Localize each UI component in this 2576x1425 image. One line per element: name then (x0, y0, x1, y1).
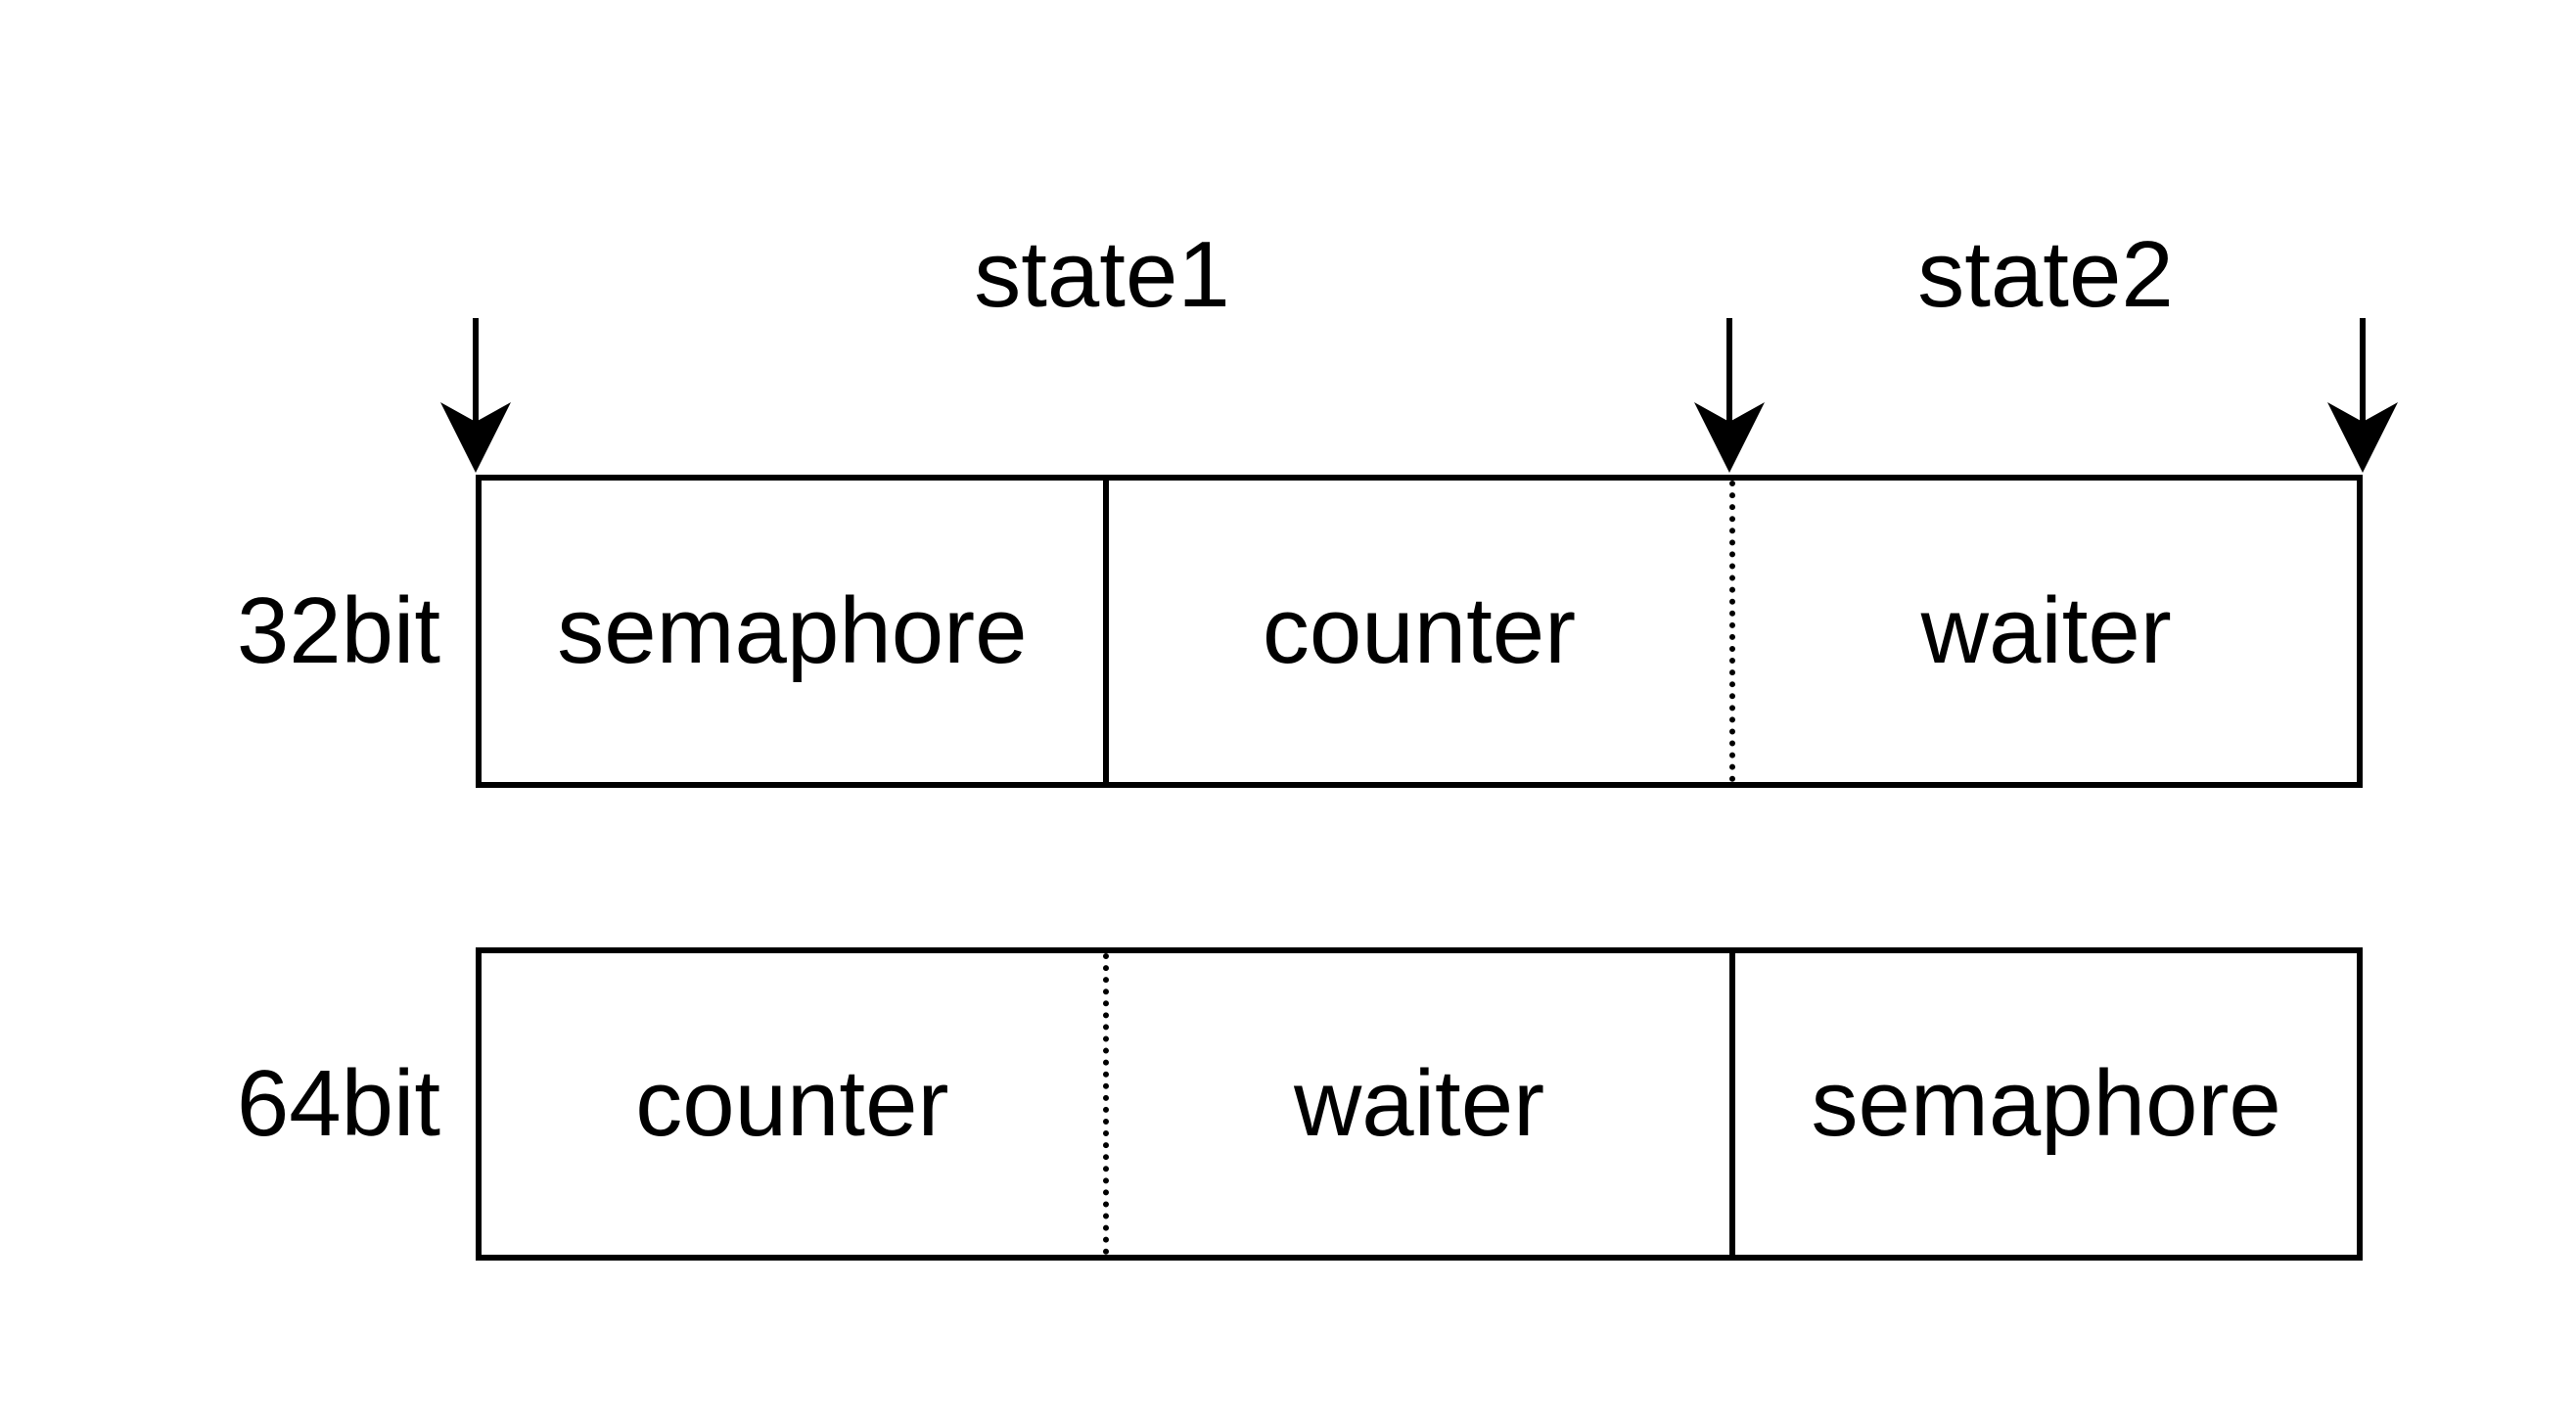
cell-semaphore: semaphore (482, 481, 1109, 782)
state2-label: state2 (1917, 222, 2174, 327)
state1-label: state1 (974, 222, 1230, 327)
row-label-64bit: 64bit (236, 1051, 440, 1156)
down-arrow-icon (2327, 318, 2398, 473)
row-label-32bit: 32bit (236, 578, 440, 683)
layout-row-64bit: counter waiter semaphore (476, 947, 2363, 1261)
cell-semaphore: semaphore (1811, 1051, 2281, 1156)
cell-waiter: waiter (1920, 578, 2172, 683)
cell-waiter: waiter (1109, 953, 1736, 1255)
layout-row-32bit: semaphore counter waiter (476, 475, 2363, 788)
cell-counter: counter (1109, 481, 1736, 782)
down-arrow-icon (1694, 318, 1765, 473)
down-arrow-icon (440, 318, 511, 473)
cell-counter: counter (482, 953, 1109, 1255)
